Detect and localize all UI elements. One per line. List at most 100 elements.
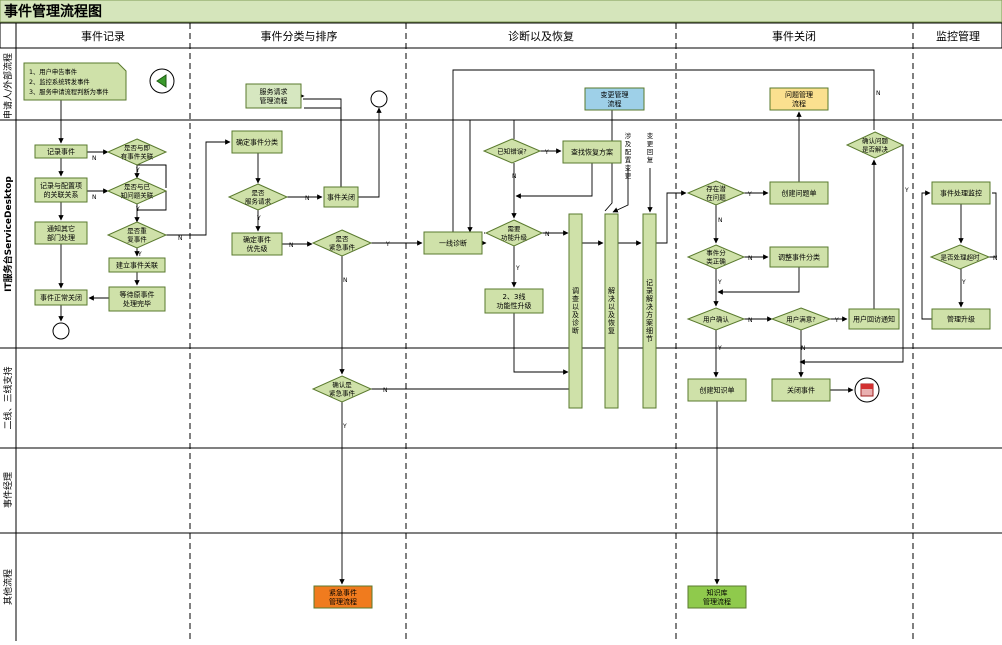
first-diag-box[interactable]: 一线诊断 bbox=[423, 231, 483, 255]
node-text: 紧急事件 bbox=[329, 389, 356, 398]
input-note-line: 1、用户申告事件 bbox=[29, 67, 77, 76]
branch-label: N bbox=[343, 277, 348, 284]
node-text: 节 bbox=[646, 335, 653, 343]
connector-line bbox=[304, 107, 342, 187]
node-text: 复事件 bbox=[127, 235, 147, 244]
column-dividers bbox=[189, 23, 914, 641]
lane-label-support: 二线、三线支持 bbox=[2, 366, 14, 429]
input-note-line: 2、监控系统转发事件 bbox=[29, 77, 90, 86]
node-text: 一线诊断 bbox=[439, 238, 467, 247]
connector-line bbox=[452, 69, 875, 232]
node-text: 录 bbox=[646, 287, 653, 295]
create-relation-box[interactable]: 建立事件关联 bbox=[108, 257, 166, 273]
node-text: 问题管理 bbox=[785, 90, 813, 99]
connector-line bbox=[921, 190, 932, 320]
kb-flow-box-shape bbox=[687, 585, 747, 609]
node-text: 紧急事件 bbox=[329, 588, 357, 597]
node-text: 记录事件 bbox=[47, 147, 75, 156]
user-confirm-decision[interactable]: 用户确认 bbox=[686, 307, 746, 331]
create-kb-box[interactable]: 创建知识单 bbox=[687, 378, 747, 402]
page-title: 事件管理流程图 bbox=[4, 3, 102, 20]
service-request-decision-shape bbox=[227, 183, 289, 211]
known-error-decision[interactable]: 已知错误? bbox=[482, 138, 542, 164]
branch-label: N bbox=[178, 235, 183, 242]
upgrade-box[interactable]: 管理升级 bbox=[931, 308, 991, 330]
column-header-monitor: 监控管理 bbox=[936, 29, 980, 43]
normal-close-box[interactable]: 事件正常关闭 bbox=[34, 289, 88, 306]
find-solution-box[interactable]: 查找恢复方案 bbox=[562, 140, 622, 164]
node-text: 优先级 bbox=[247, 244, 268, 253]
node-text: 功能升级 bbox=[501, 233, 528, 242]
lane-label-requester: 申请人/外部流程 bbox=[2, 53, 14, 119]
branch-label: Y bbox=[385, 241, 390, 248]
lane-label-manager: 事件经理 bbox=[2, 472, 14, 508]
visit-box[interactable]: 用户回访通知 bbox=[848, 308, 900, 330]
create-problem-box-shape bbox=[769, 181, 829, 205]
branch-label: N bbox=[718, 217, 723, 224]
create-relation-box-shape bbox=[108, 257, 166, 273]
first-diag-box-shape bbox=[423, 231, 483, 255]
node-text: 知问题关联 bbox=[121, 191, 154, 200]
input-note-line: 3、服务申请流程判断为事件 bbox=[29, 87, 109, 96]
find-solution-box-shape bbox=[562, 140, 622, 164]
timeout-decision-shape bbox=[929, 244, 991, 270]
node-text: 查找恢复方案 bbox=[571, 147, 613, 156]
record-event-box[interactable]: 记录事件 bbox=[34, 144, 88, 159]
classify-box[interactable]: 确定事件分类 bbox=[231, 130, 283, 154]
branch-label: N bbox=[993, 255, 998, 262]
node-text: 部门处理 bbox=[47, 233, 75, 242]
close-event-d-box[interactable]: 关闭事件 bbox=[771, 378, 831, 402]
column-header-diagnose: 诊断以及恢复 bbox=[508, 29, 574, 43]
title-bar bbox=[0, 0, 1002, 23]
branch-label: Y bbox=[342, 423, 347, 430]
branch-label: N bbox=[289, 242, 294, 249]
node-text: 记录与配置项 bbox=[40, 182, 82, 190]
adjust-class-box-shape bbox=[769, 246, 829, 268]
problem-flow-box-shape bbox=[769, 87, 829, 111]
annotation-text: 更 bbox=[647, 140, 654, 148]
branch-label: N bbox=[748, 317, 753, 324]
node-text: 事件正常关闭 bbox=[40, 293, 82, 302]
create-problem-box[interactable]: 创建问题单 bbox=[769, 181, 829, 205]
node-text: 及 bbox=[572, 311, 579, 319]
node-text: 断 bbox=[572, 326, 579, 335]
node-text: 需要 bbox=[508, 225, 522, 233]
timeout-decision[interactable]: 是否处理超时 bbox=[929, 244, 991, 270]
resolve-box-shape bbox=[604, 213, 619, 409]
adjust-class-box[interactable]: 调整事件分类 bbox=[769, 246, 829, 268]
event-close-box-b[interactable]: 事件关闭 bbox=[323, 186, 359, 208]
user-satisfied-decision[interactable]: 用户满意? bbox=[770, 307, 832, 331]
open-event-decision-shape bbox=[106, 138, 168, 166]
node-text: 记 bbox=[646, 279, 653, 287]
monitor-box[interactable]: 事件处理监控 bbox=[931, 181, 991, 205]
event-close-box-b-shape bbox=[323, 186, 359, 208]
monitor-box-shape bbox=[931, 181, 991, 205]
node-text: 解 bbox=[646, 294, 653, 303]
node-text: 是否处理超时 bbox=[941, 252, 981, 261]
priority-box-shape bbox=[231, 232, 283, 256]
connector-line bbox=[303, 98, 342, 187]
